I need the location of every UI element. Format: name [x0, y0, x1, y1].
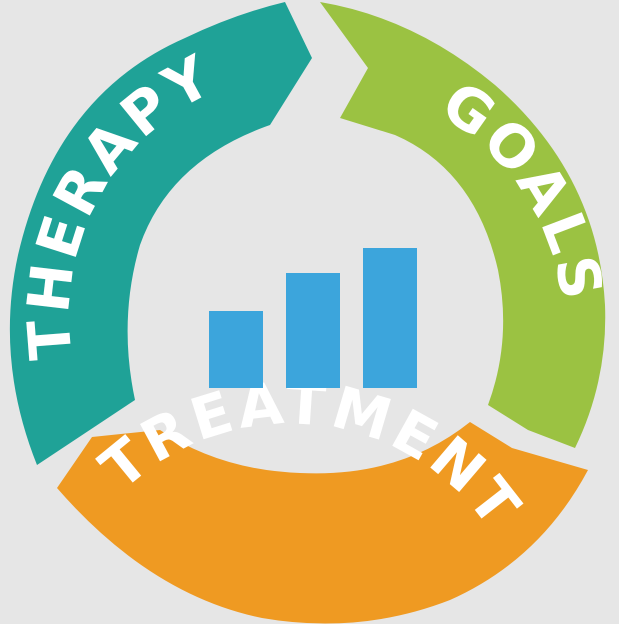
therapy-segment	[9, 2, 312, 465]
bar-chart-icon-bar	[209, 311, 263, 388]
goals-segment	[320, 2, 606, 448]
bar-chart-icon-bar	[363, 248, 417, 388]
treatment-segment	[57, 422, 588, 624]
bar-chart-icon-bar	[286, 273, 340, 388]
bar-chart-icon	[209, 248, 417, 388]
